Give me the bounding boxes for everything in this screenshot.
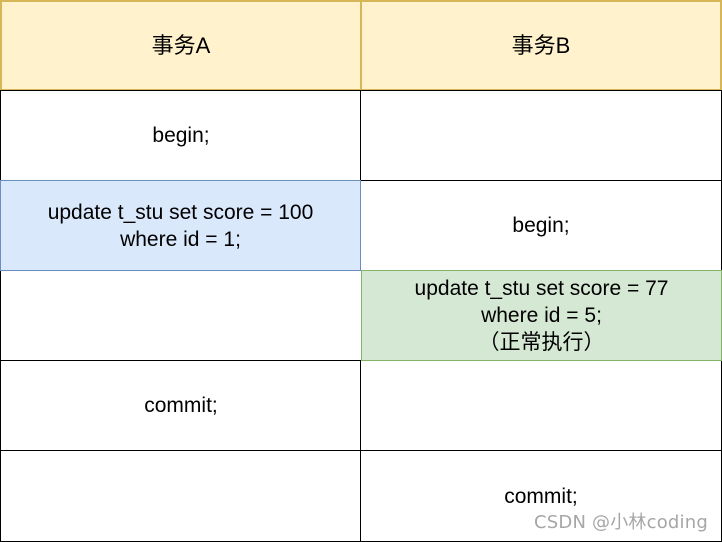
statement-commit-b: commit;: [504, 484, 578, 508]
header-label-a: 事务A: [151, 33, 211, 58]
statement-update-b: update t_stu set score = 77 where id = 5…: [414, 277, 669, 354]
statement-update-a: update t_stu set score = 100 where id = …: [47, 200, 314, 251]
watermark: CSDN @小林coding: [533, 512, 708, 533]
cell-row4-a: commit;: [0, 360, 362, 451]
column-header-transaction-a: 事务A: [0, 0, 362, 91]
cell-row5-b: commit;: [360, 450, 722, 542]
column-header-transaction-b: 事务B: [360, 0, 722, 91]
cell-row2-a-update-highlight: update t_stu set score = 100 where id = …: [0, 180, 361, 271]
cell-row3-b-update-highlight: update t_stu set score = 77 where id = 5…: [361, 270, 722, 361]
cell-row1-a: begin;: [0, 90, 362, 181]
cell-row3-a: [0, 270, 362, 361]
statement-begin-b: begin;: [512, 214, 570, 237]
header-label-b: 事务B: [511, 33, 571, 58]
cell-row2-b: begin;: [360, 180, 722, 271]
cell-row4-b: [360, 360, 722, 451]
statement-commit-a: commit;: [144, 394, 218, 417]
statement-begin-a: begin;: [152, 124, 210, 147]
cell-row5-a: [0, 450, 362, 542]
cell-row1-b: [360, 90, 722, 181]
